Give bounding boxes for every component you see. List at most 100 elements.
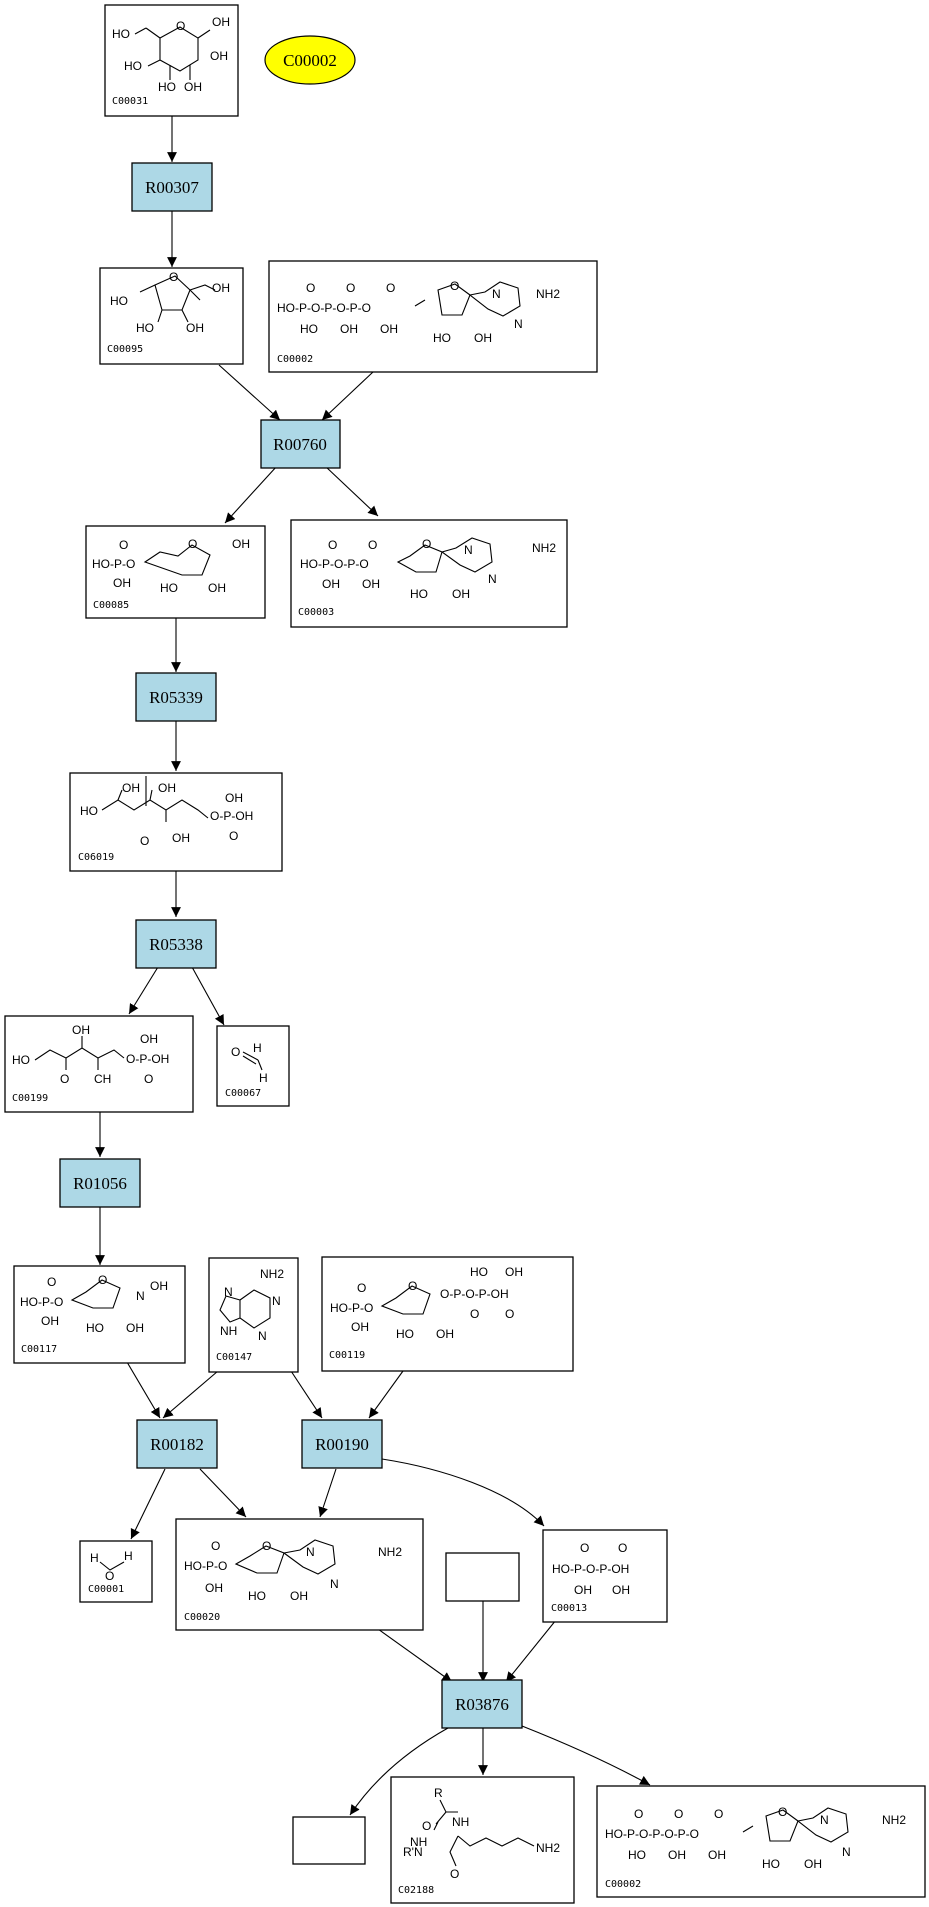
compound-node[interactable]: HO O OH HO HO OH OH C00031 xyxy=(104,4,239,117)
reaction-box[interactable] xyxy=(131,162,213,212)
compound-box[interactable] xyxy=(321,1256,574,1372)
edge xyxy=(377,1628,453,1683)
compound-box[interactable] xyxy=(4,1015,194,1113)
compound-box[interactable] xyxy=(79,1540,153,1603)
svg-text:NH2: NH2 xyxy=(882,1813,906,1827)
edge xyxy=(368,1370,404,1419)
edge xyxy=(349,1727,449,1816)
svg-text:HO: HO xyxy=(80,804,98,818)
reaction-box[interactable] xyxy=(135,919,217,969)
svg-text:HO: HO xyxy=(248,1589,266,1603)
compound-id: C00001 xyxy=(88,1584,124,1595)
reaction-node[interactable]: R05339 xyxy=(135,672,217,722)
compound-box[interactable] xyxy=(104,4,239,117)
reaction-node[interactable]: R00182 xyxy=(136,1419,218,1469)
edge xyxy=(505,1619,557,1683)
reaction-node[interactable]: R03876 xyxy=(441,1679,523,1729)
svg-text:OH: OH xyxy=(322,577,340,591)
svg-text:H: H xyxy=(90,1551,99,1565)
compound-node[interactable]: HO-P-O-P-O-P-O O O O HO OH OH O N NH2 N … xyxy=(596,1785,926,1898)
compound-node[interactable]: O H H C00067 xyxy=(216,1025,290,1107)
compound-node[interactable]: HO-P-O-P-O O O OH OH O N NH2 N HO OH C00… xyxy=(290,519,568,628)
compound-node[interactable]: HO-P-O O OH O OH HO OH C00085 xyxy=(85,525,266,619)
svg-text:HO-P-O: HO-P-O xyxy=(330,1301,373,1315)
svg-text:O: O xyxy=(450,1867,459,1881)
svg-text:OH: OH xyxy=(210,49,228,63)
compound-id: C00002 xyxy=(277,354,313,365)
reaction-box[interactable] xyxy=(59,1158,141,1208)
svg-text:N: N xyxy=(842,1845,851,1859)
compound-box[interactable] xyxy=(175,1518,424,1631)
reaction-node[interactable]: R00190 xyxy=(301,1419,383,1469)
reaction-label: R00307 xyxy=(145,178,199,197)
svg-text:OH: OH xyxy=(113,576,131,590)
svg-text:OH: OH xyxy=(72,1023,90,1037)
compound-box[interactable] xyxy=(445,1552,520,1602)
reaction-box[interactable] xyxy=(136,1419,218,1469)
compound-node[interactable]: HO-P-O O OH O N NH2 N HO OH C00020 xyxy=(175,1518,424,1631)
edge xyxy=(128,966,159,1015)
reaction-node[interactable]: R01056 xyxy=(59,1158,141,1208)
svg-text:OH: OH xyxy=(232,537,250,551)
svg-text:OH: OH xyxy=(340,322,358,336)
compound-id: C00095 xyxy=(107,344,143,355)
svg-text:N: N xyxy=(272,1294,281,1308)
compound-node[interactable]: R O NH R'N NH O NH2 C02188 xyxy=(390,1776,575,1904)
svg-text:OH: OH xyxy=(804,1857,822,1871)
svg-text:O: O xyxy=(144,1072,153,1086)
compound-node[interactable]: HO-P-O-P-OH O O OH OH C00013 xyxy=(542,1529,668,1623)
compound-box[interactable] xyxy=(99,267,244,365)
edges xyxy=(95,116,651,1816)
compound-node[interactable]: NH2 N N NH N C00147 xyxy=(208,1257,299,1373)
svg-text:OH: OH xyxy=(362,577,380,591)
compound-box[interactable] xyxy=(290,519,568,628)
compound-box[interactable] xyxy=(69,772,283,872)
reaction-box[interactable] xyxy=(301,1419,383,1469)
reaction-box[interactable] xyxy=(135,672,217,722)
compound-node[interactable]: HO OH O CH O-P-OH OH O C00199 xyxy=(4,1015,194,1113)
svg-text:OH: OH xyxy=(668,1848,686,1862)
svg-text:HO: HO xyxy=(124,59,142,73)
svg-text:N: N xyxy=(330,1577,339,1591)
compound-box[interactable] xyxy=(85,525,266,619)
svg-text:OH: OH xyxy=(574,1583,592,1597)
svg-text:HO: HO xyxy=(470,1265,488,1279)
structure-drawing: HO-P-O O OH O OH N HO OH xyxy=(20,1273,168,1335)
svg-text:NH2: NH2 xyxy=(378,1545,402,1559)
compound-box[interactable] xyxy=(292,1816,366,1865)
structure-drawing: NH2 N N NH N xyxy=(219,1267,284,1343)
svg-text:O-P-OH: O-P-OH xyxy=(126,1052,169,1066)
compound-node[interactable]: HO OH OH O OH O-P-OH OH O C06019 xyxy=(69,772,283,872)
compound-node[interactable]: HO-P-O-P-O-P-O O O O HO OH OH O N NH2 N … xyxy=(268,260,598,373)
compound-node[interactable] xyxy=(445,1552,520,1602)
compound-node[interactable]: HO-P-O O OH O OH N HO OH C00117 xyxy=(13,1265,186,1364)
svg-text:N: N xyxy=(488,572,497,586)
reaction-label: R03876 xyxy=(455,1695,509,1714)
svg-text:OH: OH xyxy=(126,1321,144,1335)
svg-text:O: O xyxy=(580,1541,589,1555)
svg-text:O: O xyxy=(140,834,149,848)
svg-text:O: O xyxy=(306,281,315,295)
compound-box[interactable] xyxy=(216,1025,290,1107)
reaction-label: R00182 xyxy=(150,1435,204,1454)
reaction-box[interactable] xyxy=(441,1679,523,1729)
svg-text:O: O xyxy=(357,1281,366,1295)
svg-text:OH: OH xyxy=(140,1032,158,1046)
compound-node[interactable]: HO O OH HO OH C00095 xyxy=(99,267,244,365)
svg-text:R: R xyxy=(434,1786,443,1800)
compound-node[interactable]: H O H C00001 xyxy=(79,1540,153,1603)
reaction-box[interactable] xyxy=(260,419,341,469)
compound-box[interactable] xyxy=(268,260,598,373)
compound-box[interactable] xyxy=(542,1529,668,1623)
reaction-node[interactable]: R00760 xyxy=(260,419,341,469)
svg-text:R'N: R'N xyxy=(403,1845,423,1859)
svg-text:HO-P-O: HO-P-O xyxy=(20,1295,63,1309)
compound-box[interactable] xyxy=(596,1785,926,1898)
svg-text:HO: HO xyxy=(112,27,130,41)
reaction-node[interactable]: R05338 xyxy=(135,919,217,969)
svg-text:H: H xyxy=(253,1041,262,1055)
reaction-node[interactable]: R00307 xyxy=(131,162,213,212)
compound-node[interactable]: HO-P-O O OH O O-P-O-P-OH HO OH O O HO OH… xyxy=(321,1256,574,1372)
svg-text:HO: HO xyxy=(160,581,178,595)
compound-node[interactable] xyxy=(292,1816,366,1865)
